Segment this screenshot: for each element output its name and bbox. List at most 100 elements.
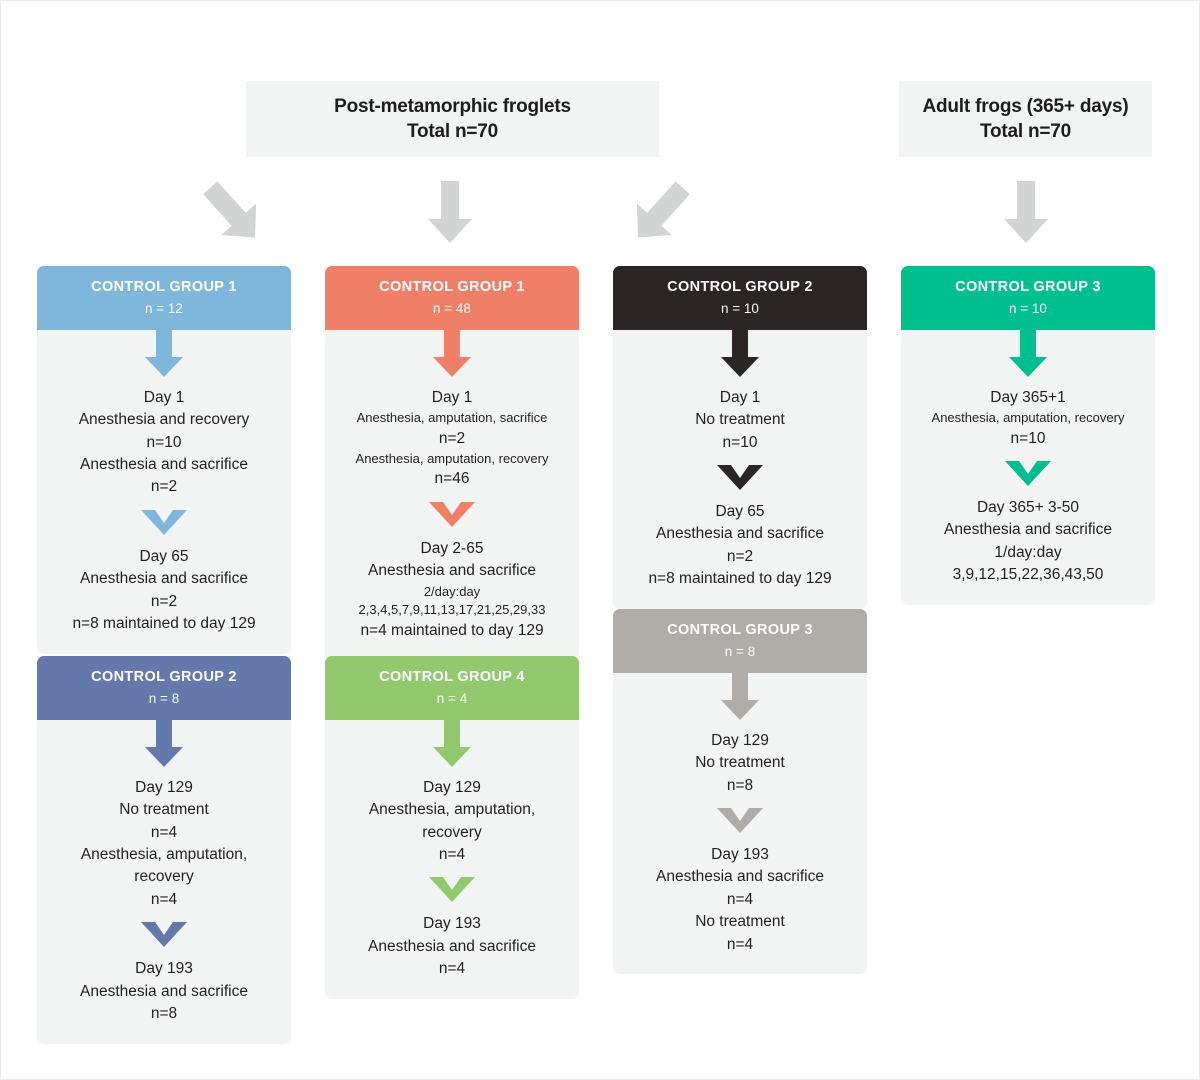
banner-adults-line1: Adult frogs (365+ days) [922, 95, 1129, 117]
step-line: n=8 [150, 1005, 178, 1023]
step-line: Anesthesia, amputation, recovery [355, 450, 549, 466]
arrow-to-control-group-1-blue-icon [201, 179, 265, 247]
card-sample-size: n = 48 [433, 301, 471, 317]
step-line: Anesthesia and sacrifice [943, 521, 1112, 539]
step-line: Day 1 [431, 388, 473, 406]
step-line: Anesthesia and sacrifice [79, 570, 248, 588]
step-line: No treatment [119, 801, 209, 819]
card-title: CONTROL GROUP 2 [667, 279, 813, 295]
step-line: n=2 [150, 592, 178, 610]
step-line: n=4 [726, 890, 754, 908]
card-header: CONTROL GROUP 2 n = 10 [613, 266, 867, 330]
card-body: Day 365+1 Anesthesia, amputation, recove… [901, 329, 1155, 605]
step-line: n=46 [434, 470, 470, 488]
card-header: CONTROL GROUP 3 n = 10 [901, 266, 1155, 330]
card-header: CONTROL GROUP 4 n = 4 [325, 656, 579, 720]
step-block: Day 129 No treatment n=4 Anesthesia, amp… [45, 777, 283, 912]
card-sample-size: n = 4 [436, 691, 468, 707]
step-line: Day 1 [143, 388, 185, 406]
step-line: No treatment [695, 411, 785, 429]
chevron-down-icon [141, 922, 187, 948]
card-control-group-3-gray[interactable]: CONTROL GROUP 3 n = 8 Day 129 No treatme… [613, 609, 867, 975]
down-arrow-icon [719, 672, 761, 721]
step-line: Anesthesia and sacrifice [79, 982, 248, 1000]
step-line: n=2 [726, 547, 754, 565]
card-title: CONTROL GROUP 1 [379, 279, 525, 295]
step-line: Anesthesia, amputation, [80, 845, 248, 863]
step-line: 3,9,12,15,22,36,43,50 [952, 566, 1104, 584]
card-title: CONTROL GROUP 1 [91, 279, 237, 295]
card-sample-size: n = 8 [148, 691, 180, 707]
step-line: n=4 [438, 960, 466, 978]
step-block: Day 193 Anesthesia and sacrifice n=8 [45, 958, 283, 1025]
step-line: n=8 [726, 776, 754, 794]
step-block: Day 365+ 3-50 Anesthesia and sacrifice 1… [909, 497, 1147, 587]
card-sample-size: n = 12 [145, 301, 183, 317]
step-line: n=4 [726, 935, 754, 953]
step-line: Day 2-65 [420, 539, 484, 557]
step-line: Day 129 [423, 778, 481, 796]
banner-froglets-line1: Post-metamorphic froglets [334, 95, 571, 117]
step-line: Anesthesia and sacrifice [79, 455, 248, 473]
step-line: 2,3,4,5,7,9,11,13,17,21,25,29,33 [358, 602, 546, 618]
step-line: Day 1 [719, 388, 761, 406]
step-line: Day 193 [711, 845, 769, 863]
card-control-group-2-dark[interactable]: CONTROL GROUP 2 n = 10 Day 1 No treatmen… [613, 266, 867, 609]
card-title: CONTROL GROUP 4 [379, 669, 525, 685]
card-control-group-1-blue[interactable]: CONTROL GROUP 1 n = 12 Day 1 Anesthesia … [37, 266, 291, 654]
step-line: Day 65 [139, 547, 189, 565]
card-header: CONTROL GROUP 1 n = 48 [325, 266, 579, 330]
down-arrow-icon [431, 329, 473, 378]
step-line: n=8 maintained to day 129 [648, 570, 832, 588]
step-block: Day 1 Anesthesia, amputation, sacrifice … [333, 387, 571, 491]
step-line: Anesthesia, amputation, sacrifice [356, 410, 548, 426]
step-line: n=4 [150, 823, 178, 841]
card-title: CONTROL GROUP 2 [91, 669, 237, 685]
step-block: Day 2-65 Anesthesia and sacrifice 2/day:… [333, 538, 571, 642]
chevron-down-icon [141, 509, 187, 536]
step-block: Day 1 Anesthesia and recovery n=10 Anest… [45, 387, 283, 499]
banner-post-metamorphic-froglets: Post-metamorphic froglets Total n=70 [246, 81, 659, 157]
card-body: Day 129 No treatment n=4 Anesthesia, amp… [37, 719, 291, 1044]
step-line: Day 193 [423, 915, 481, 933]
step-block: Day 365+1 Anesthesia, amputation, recove… [909, 387, 1147, 450]
step-line: 1/day:day [994, 543, 1062, 561]
step-block: Day 65 Anesthesia and sacrifice n=2 n=8 … [45, 546, 283, 636]
chevron-down-icon [717, 807, 763, 834]
card-body: Day 129 No treatment n=8 Day 193 Anesthe… [613, 672, 867, 975]
step-line: n=10 [146, 433, 182, 451]
card-control-group-2-purple[interactable]: CONTROL GROUP 2 n = 8 Day 129 No treatme… [37, 656, 291, 1044]
step-line: Anesthesia and recovery [78, 411, 250, 429]
arrow-to-control-group-1-salmon-icon [425, 181, 475, 245]
card-title: CONTROL GROUP 3 [955, 279, 1101, 295]
card-title: CONTROL GROUP 3 [667, 622, 813, 638]
card-control-group-1-salmon[interactable]: CONTROL GROUP 1 n = 48 Day 1 Anesthesia,… [325, 266, 579, 661]
card-control-group-3-teal[interactable]: CONTROL GROUP 3 n = 10 Day 365+1 Anesthe… [901, 266, 1155, 605]
step-line: n=8 maintained to day 129 [72, 615, 256, 633]
down-arrow-icon [143, 329, 185, 378]
step-line: Day 193 [135, 960, 193, 978]
step-line: Day 129 [711, 731, 769, 749]
step-line: Anesthesia and sacrifice [655, 525, 824, 543]
step-line: Anesthesia and sacrifice [367, 937, 536, 955]
step-line: 2/day:day [423, 583, 481, 599]
step-line: No treatment [695, 754, 785, 772]
step-line: Day 65 [715, 502, 765, 520]
card-header: CONTROL GROUP 3 n = 8 [613, 609, 867, 673]
down-arrow-icon [1007, 329, 1049, 378]
chevron-down-icon [717, 464, 763, 491]
card-header: CONTROL GROUP 1 n = 12 [37, 266, 291, 330]
chevron-down-icon [1005, 460, 1051, 487]
card-body: Day 1 No treatment n=10 Day 65 Anesthesi… [613, 329, 867, 609]
step-block: Day 1 No treatment n=10 [621, 387, 859, 454]
step-line: n=4 [150, 890, 178, 908]
step-block: Day 129 Anesthesia, amputation, recovery… [333, 777, 571, 867]
card-control-group-4-green[interactable]: CONTROL GROUP 4 n = 4 Day 129 Anesthesia… [325, 656, 579, 999]
card-sample-size: n = 10 [721, 301, 759, 317]
arrow-to-control-group-3-teal-icon [1001, 181, 1051, 245]
step-line: n=4 maintained to day 129 [360, 621, 544, 639]
step-block: Day 193 Anesthesia and sacrifice n=4 [333, 913, 571, 980]
step-line: recovery [422, 823, 482, 841]
step-line: recovery [134, 868, 194, 886]
